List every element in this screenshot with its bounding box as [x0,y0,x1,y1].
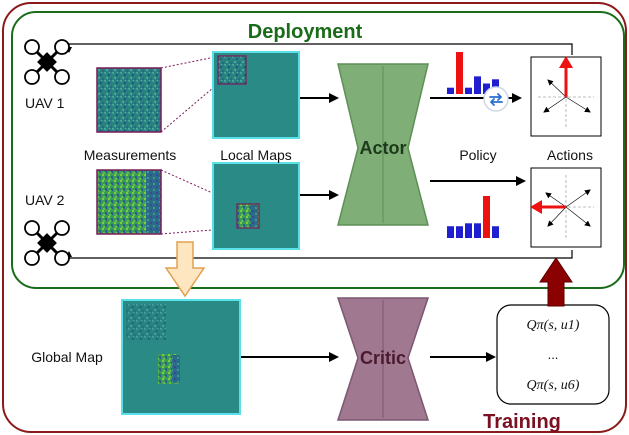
local-map-uav1-window [217,55,247,85]
drone-icon [24,39,70,85]
measurements-label: Measurements [84,147,177,163]
policy-label: Policy [459,147,496,163]
drone-icon [24,220,70,266]
policy-bar [465,223,472,238]
global-map-explored-region-1 [126,304,166,340]
feedback-line-uav2 [66,250,573,259]
q-value-dots: ... [548,347,559,362]
local-maps-label: Local Maps [220,147,292,163]
policy-bar [447,226,454,238]
actions-label: Actions [547,147,593,163]
policy-bar [474,76,481,94]
uav2-label: UAV 2 [25,192,65,208]
policy-bar [474,223,481,238]
measurement-map-uav1 [96,67,162,133]
policy-bar [465,87,472,94]
action-panel-uav2 [530,167,602,248]
projection-line [160,227,238,235]
action-panel-uav1 [530,56,602,137]
policy-bar [456,52,463,94]
critic-label: Critic [360,348,406,368]
measurement-map-uav2-edge [146,171,160,233]
local-map-uav2-window-edge [251,205,258,227]
global-map-label: Global Map [31,349,103,365]
projection-line [160,55,221,69]
feedback-line-uav1 [66,43,573,55]
policy-bar [456,226,463,238]
actor-label: Actor [359,138,406,158]
uav1-label: UAV 1 [25,95,65,111]
global-map-explored-region-2-edge [172,355,180,383]
q-value-first: Qπ(s, u1) [527,318,580,333]
policy-bar [483,83,490,94]
q-value-last: Qπ(s, u6) [527,378,580,393]
down-arrow [164,241,206,298]
policy-bar [483,196,490,238]
policy-bar [447,87,454,94]
deployment-frame [11,11,625,289]
policy-bar [492,226,499,238]
swap-icon [483,86,509,112]
projection-line [160,81,221,133]
training-title: Training [483,411,561,433]
training-feedback-arrow [539,257,573,307]
policy-histogram-uav2 [447,196,499,238]
deployment-title: Deployment [248,21,363,43]
